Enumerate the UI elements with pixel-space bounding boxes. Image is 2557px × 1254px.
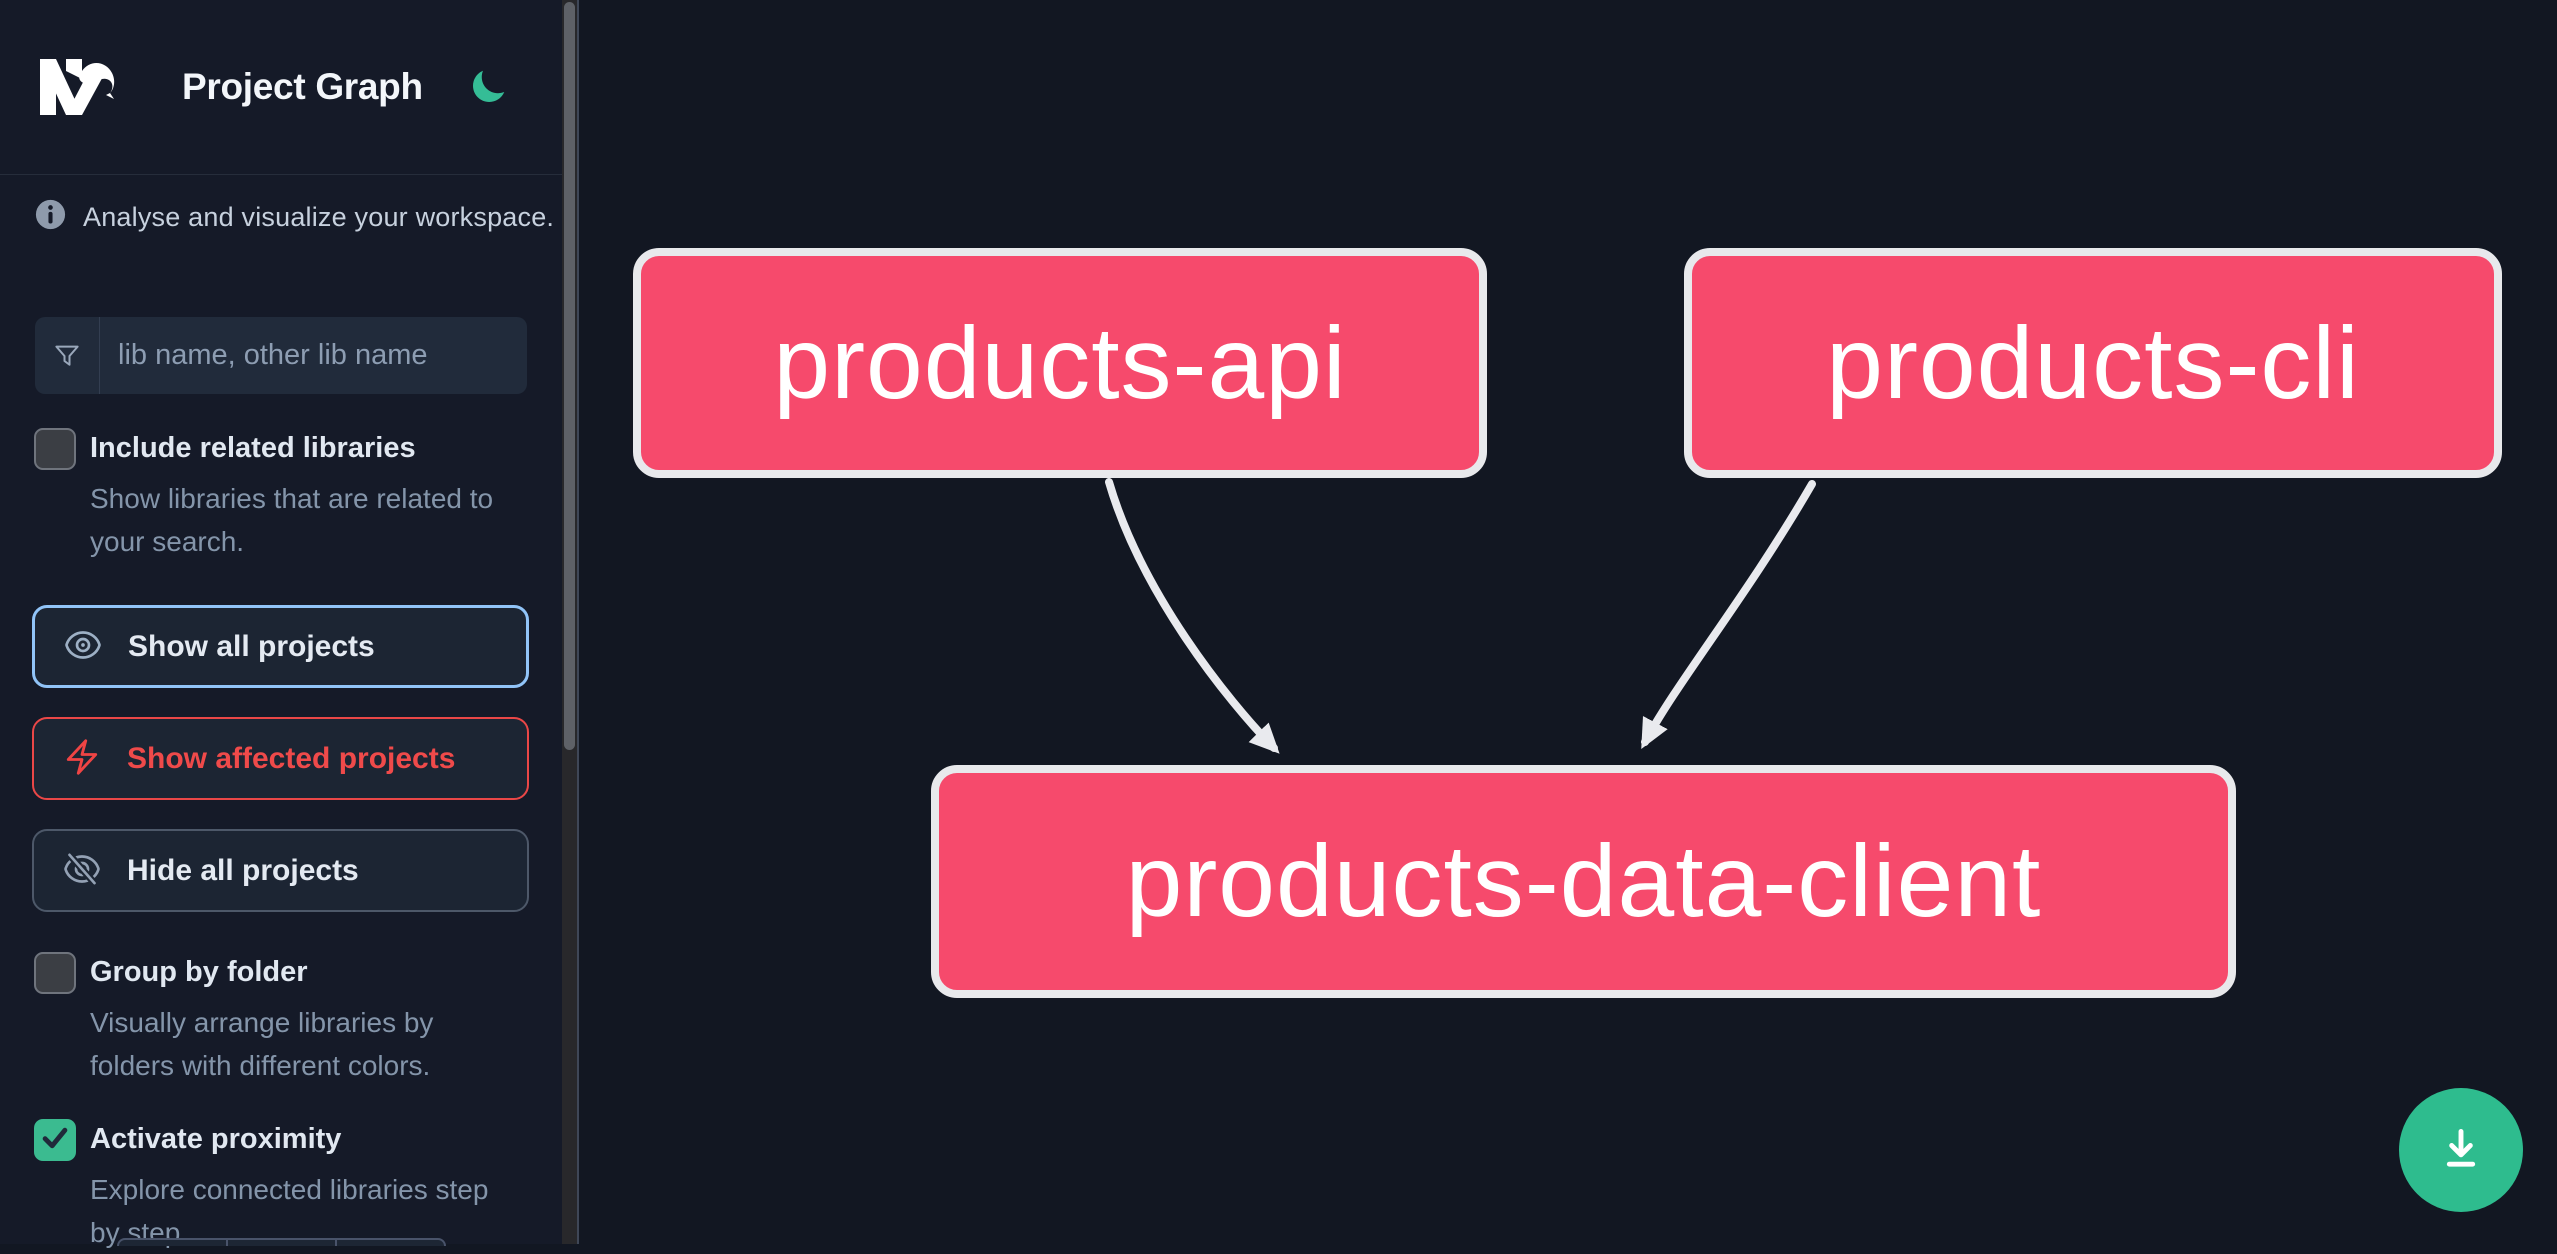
show-affected-projects-label: Show affected projects (127, 741, 456, 775)
sidebar-scrollbar[interactable] (562, 0, 579, 1244)
show-affected-projects-button[interactable]: Show affected projects (32, 717, 529, 800)
group-by-folder-row: Group by folder Visually arrange librari… (34, 952, 539, 1087)
bolt-icon (62, 737, 102, 780)
bottom-partial-button-group[interactable] (117, 1238, 446, 1246)
edge-products-cli-to-products-data-client (1641, 480, 1816, 750)
group-by-folder-label: Group by folder (90, 956, 308, 988)
project-graph-canvas[interactable]: products-api products-cli products-data-… (579, 0, 2557, 1244)
activate-proximity-checkbox[interactable] (34, 1119, 76, 1161)
bottom-partial-segment[interactable] (119, 1240, 228, 1246)
search-box (35, 317, 527, 394)
activate-proximity-description: Explore connected libraries step by step… (90, 1174, 489, 1248)
eye-icon (63, 625, 103, 668)
include-related-label: Include related libraries (90, 432, 416, 464)
checkmark-icon (38, 1121, 72, 1160)
funnel-icon (35, 317, 100, 394)
activate-proximity-label: Activate proximity (90, 1123, 342, 1155)
info-icon (33, 197, 68, 237)
download-image-button[interactable] (2399, 1088, 2523, 1212)
nx-logo (30, 51, 126, 123)
activate-proximity-row: Activate proximity Explore connected lib… (34, 1119, 539, 1254)
download-icon (2433, 1121, 2489, 1180)
workspace-info-text: Analyse and visualize your workspace. (83, 201, 555, 232)
moon-icon (468, 70, 508, 110)
dependency-edges (1105, 478, 1816, 754)
show-all-projects-label: Show all projects (128, 629, 375, 663)
workspace-info: Analyse and visualize your workspace. (33, 197, 554, 237)
include-related-description: Show libraries that are related to your … (90, 483, 494, 557)
edge-products-api-to-products-data-client (1105, 478, 1280, 754)
show-all-projects-button[interactable]: Show all projects (32, 605, 529, 688)
bottom-partial-segment[interactable] (337, 1240, 444, 1246)
hide-all-projects-label: Hide all projects (127, 853, 359, 887)
include-related-row: Include related libraries Show libraries… (34, 428, 539, 563)
group-by-folder-checkbox[interactable] (34, 952, 76, 994)
include-related-checkbox[interactable] (34, 428, 76, 470)
search-input[interactable] (100, 317, 527, 394)
graph-node-products-cli[interactable]: products-cli (1684, 248, 2502, 478)
hide-all-projects-button[interactable]: Hide all projects (32, 829, 529, 912)
theme-toggle-button[interactable] (468, 67, 508, 107)
bottom-partial-segment[interactable] (228, 1240, 337, 1246)
group-by-folder-description: Visually arrange libraries by folders wi… (90, 1007, 434, 1081)
page-title: Project Graph (182, 66, 423, 107)
sidebar-scrollbar-thumb[interactable] (564, 2, 575, 750)
graph-node-products-data-client[interactable]: products-data-client (931, 765, 2236, 998)
sidebar-header: Project Graph (0, 0, 562, 175)
eye-off-icon (62, 849, 102, 892)
graph-node-products-api[interactable]: products-api (633, 248, 1487, 478)
sidebar: Project Graph Analyse and visualize your… (0, 0, 562, 1248)
